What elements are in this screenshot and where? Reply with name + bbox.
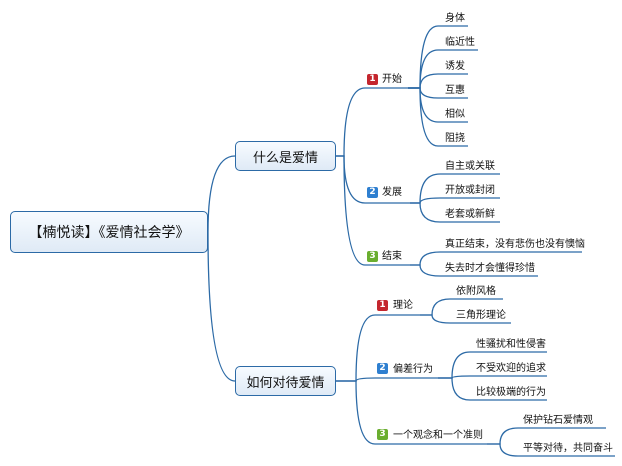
priority-1-icon: 1 (377, 300, 388, 311)
leaf-topic[interactable]: 依附风格 (456, 286, 496, 297)
branch-what-is-love[interactable]: 什么是爱情 (235, 141, 336, 171)
leaf-topic[interactable]: 三角形理论 (456, 310, 506, 321)
subtopic-concept-and-rule[interactable]: 一个观念和一个准则 (393, 430, 483, 441)
subtopic-deviant-behavior[interactable]: 偏差行为 (393, 364, 433, 375)
leaf-topic[interactable]: 性骚扰和性侵害 (476, 339, 546, 350)
leaf-topic[interactable]: 互惠 (445, 85, 465, 96)
subtopic-develop[interactable]: 发展 (382, 187, 402, 198)
root-topic[interactable]: 【楠悦读】《爱情社会学》 (10, 211, 208, 253)
subtopic-theory[interactable]: 理论 (393, 300, 413, 311)
priority-2-icon: 2 (367, 187, 378, 198)
leaf-topic[interactable]: 诱发 (445, 61, 465, 72)
leaf-topic[interactable]: 比较极端的行为 (476, 387, 546, 398)
subtopic-end[interactable]: 结束 (382, 251, 402, 262)
leaf-topic[interactable]: 不受欢迎的追求 (476, 363, 546, 374)
priority-1-icon: 1 (367, 74, 378, 85)
leaf-topic[interactable]: 开放或封闭 (445, 185, 495, 196)
priority-3-icon: 3 (367, 251, 378, 262)
leaf-topic[interactable]: 保护钻石爱情观 (523, 415, 593, 426)
leaf-topic[interactable]: 平等对待，共同奋斗 (523, 443, 613, 454)
leaf-topic[interactable]: 相似 (445, 109, 465, 120)
leaf-topic[interactable]: 自主或关联 (445, 161, 495, 172)
leaf-topic[interactable]: 真正结束，没有悲伤也没有懊恼 (445, 239, 585, 250)
leaf-topic[interactable]: 老套或新鲜 (445, 209, 495, 220)
priority-2-icon: 2 (377, 363, 388, 374)
branch-how-to-treat-love[interactable]: 如何对待爱情 (235, 366, 336, 396)
leaf-topic[interactable]: 阻挠 (445, 133, 465, 144)
leaf-topic[interactable]: 身体 (445, 13, 465, 24)
leaf-topic[interactable]: 临近性 (445, 37, 475, 48)
leaf-topic[interactable]: 失去时才会懂得珍惜 (445, 263, 535, 274)
priority-3-icon: 3 (377, 429, 388, 440)
subtopic-start[interactable]: 开始 (382, 74, 402, 85)
